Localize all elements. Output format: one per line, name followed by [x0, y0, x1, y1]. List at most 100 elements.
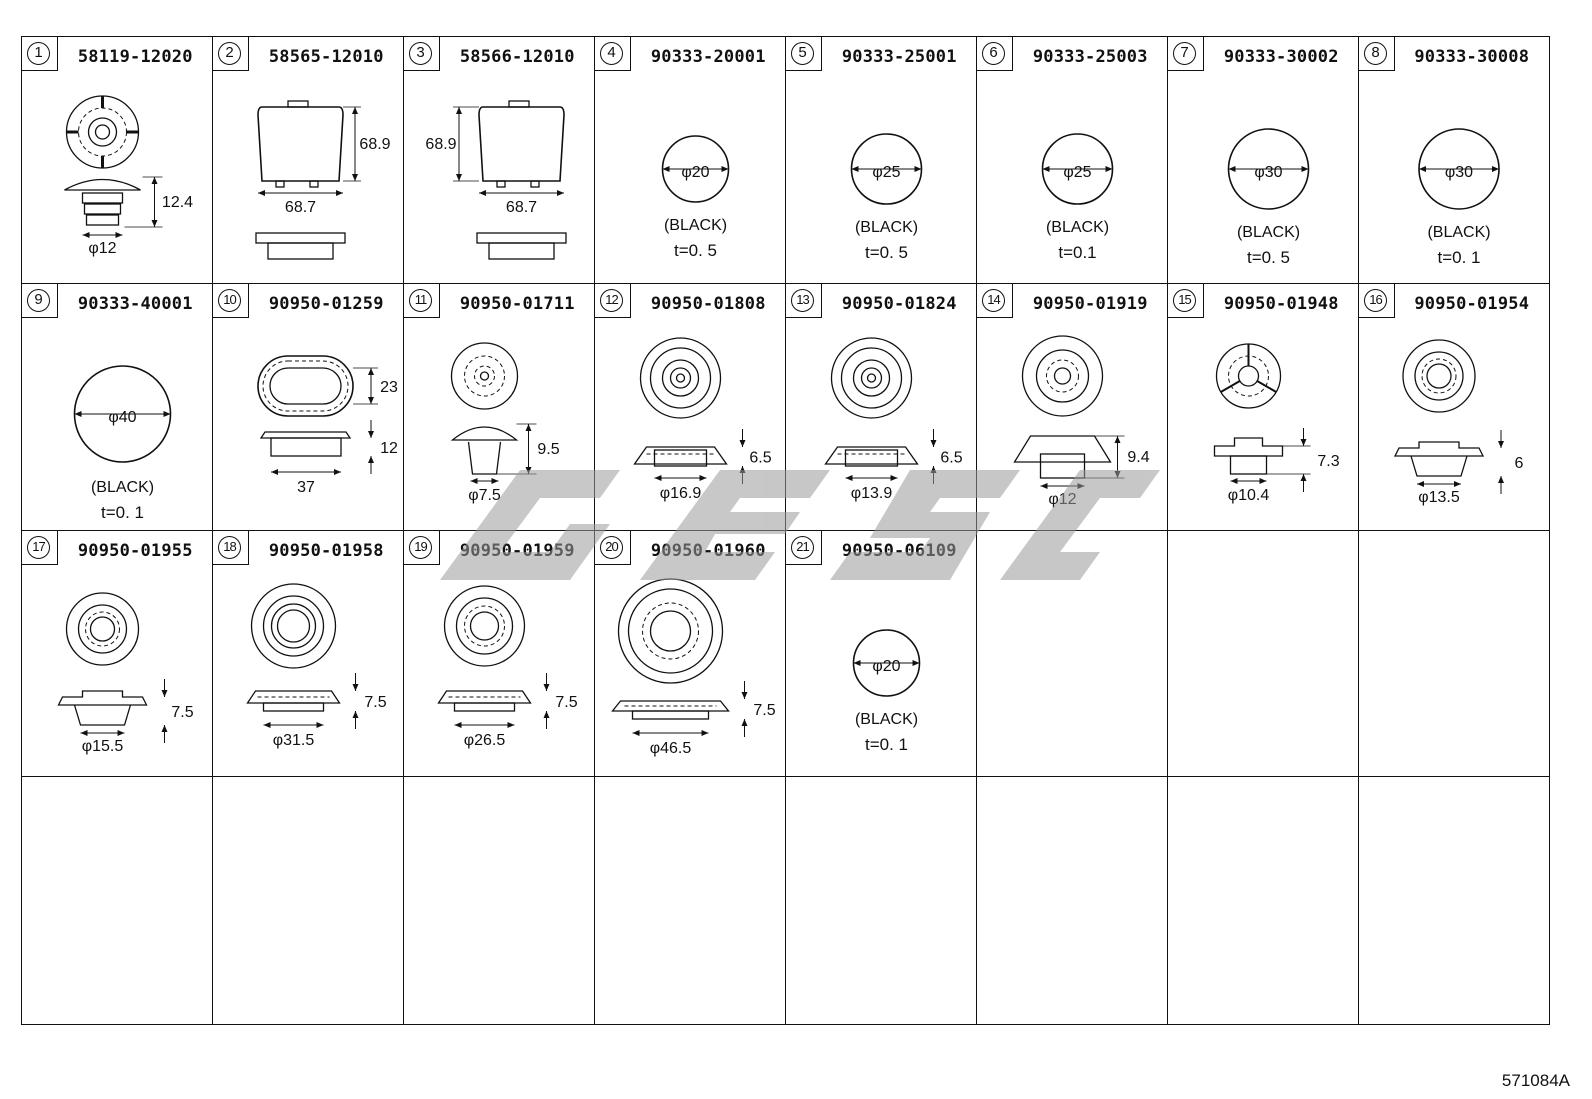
- callout-box: 17: [22, 531, 58, 565]
- side-body: [1229, 455, 1268, 475]
- arrowhead: [739, 440, 746, 447]
- empty-cell: [21, 776, 214, 1025]
- callout-box: 8: [1359, 37, 1395, 71]
- grommet-ring: [474, 365, 495, 387]
- arrowhead: [543, 684, 550, 691]
- diameter-label: φ15.5: [82, 738, 124, 755]
- arrowhead: [1492, 166, 1499, 172]
- callout-box: 9: [22, 284, 58, 318]
- arrowhead: [271, 469, 278, 475]
- callout-box: 15: [1168, 284, 1204, 318]
- arrowhead: [1040, 483, 1048, 489]
- height-dimension-label: 12: [380, 440, 398, 457]
- arrowhead: [1228, 166, 1236, 172]
- callout-number: 10: [218, 289, 241, 312]
- arrowhead: [525, 467, 532, 474]
- diameter-label: φ12: [1048, 491, 1076, 508]
- height-dimension-label: 9.5: [537, 441, 559, 458]
- arrowhead: [1259, 478, 1267, 484]
- arrowhead: [1498, 476, 1504, 483]
- callout-number: 14: [982, 289, 1005, 312]
- height-dimension-label: 7.3: [1317, 453, 1339, 470]
- arrowhead: [80, 730, 88, 736]
- height-dimension-label: 6: [1515, 455, 1524, 472]
- color-note: (BLACK): [1046, 219, 1109, 236]
- side-flange: [633, 446, 728, 465]
- cover-tab: [496, 180, 506, 188]
- width-dimension-label: 37: [297, 479, 315, 496]
- cover-tab: [275, 180, 285, 188]
- drawing-id: 571084A: [1501, 1071, 1570, 1090]
- empty-cell: [976, 776, 1169, 1025]
- arrowhead: [701, 730, 709, 736]
- part-drawing: φ30(BLACK)t=0. 5: [1227, 128, 1310, 267]
- thickness-note: t=0. 5: [674, 241, 717, 260]
- grommet-ring: [464, 355, 505, 397]
- side-flange: [824, 446, 919, 465]
- empty-cell: [785, 776, 978, 1025]
- part-number: 58566-12010: [459, 47, 575, 67]
- thickness-note: t=0. 5: [1247, 248, 1290, 267]
- height-dimension-label: 7.5: [364, 694, 386, 711]
- callout-number: 13: [791, 289, 814, 312]
- side-body: [262, 702, 325, 712]
- arrowhead: [914, 166, 922, 172]
- callout-box: 11: [404, 284, 440, 318]
- part-number: 90950-01808: [650, 294, 766, 314]
- arrowhead: [151, 177, 158, 184]
- callout-box: 18: [213, 531, 249, 565]
- arrowhead: [632, 730, 640, 736]
- width-dimension-label: 68.7: [285, 199, 316, 216]
- callout-number: 4: [600, 42, 623, 65]
- arrowhead: [525, 424, 532, 431]
- height-dimension-label: 9.4: [1127, 449, 1149, 466]
- arrowhead: [82, 232, 90, 238]
- callout-number: 6: [982, 42, 1005, 65]
- part-drawing: 68.968.7: [255, 100, 391, 260]
- height-dimension-label: 7.5: [753, 702, 775, 719]
- height-dimension-label: 6.5: [940, 450, 962, 467]
- callout-box: 5: [786, 37, 822, 71]
- side-flange: [57, 690, 148, 706]
- oval-outline: [257, 355, 354, 417]
- grommet-ring: [270, 603, 317, 649]
- grommet-ring: [1237, 365, 1260, 387]
- callout-box: 6: [977, 37, 1013, 71]
- callout-number: 16: [1364, 289, 1387, 312]
- slot-line: [1256, 380, 1277, 393]
- diameter-label: φ7.5: [468, 487, 501, 504]
- side-body: [631, 710, 710, 720]
- part-drawing: φ25(BLACK)t=0. 5: [850, 133, 923, 262]
- diameter-label: φ40: [108, 409, 136, 426]
- diameter-label: φ12: [88, 240, 116, 257]
- arrowhead: [1454, 481, 1461, 487]
- part-number: 90950-01954: [1414, 294, 1530, 314]
- grommet-ring: [464, 605, 505, 647]
- arrowhead: [507, 722, 515, 728]
- height-dimension-label: 68.9: [425, 136, 456, 153]
- empty-cell: [594, 776, 787, 1025]
- callout-box: 16: [1359, 284, 1395, 318]
- color-note: (BLACK): [855, 711, 918, 728]
- grommet-ring: [852, 359, 891, 397]
- color-note: (BLACK): [664, 217, 727, 234]
- part-number: 90950-01259: [268, 294, 384, 314]
- diameter-label: φ13.9: [851, 485, 893, 502]
- arrowhead: [161, 690, 168, 697]
- part-drawing: 68.968.7: [425, 100, 567, 260]
- clip-rib: [85, 214, 120, 226]
- arrowhead: [557, 190, 564, 196]
- callout-number: 8: [1364, 42, 1387, 65]
- diameter-label: φ25: [1063, 164, 1091, 181]
- arrowhead: [1105, 166, 1113, 172]
- callout-box: 3: [404, 37, 440, 71]
- part-number: 90950-01711: [459, 294, 575, 314]
